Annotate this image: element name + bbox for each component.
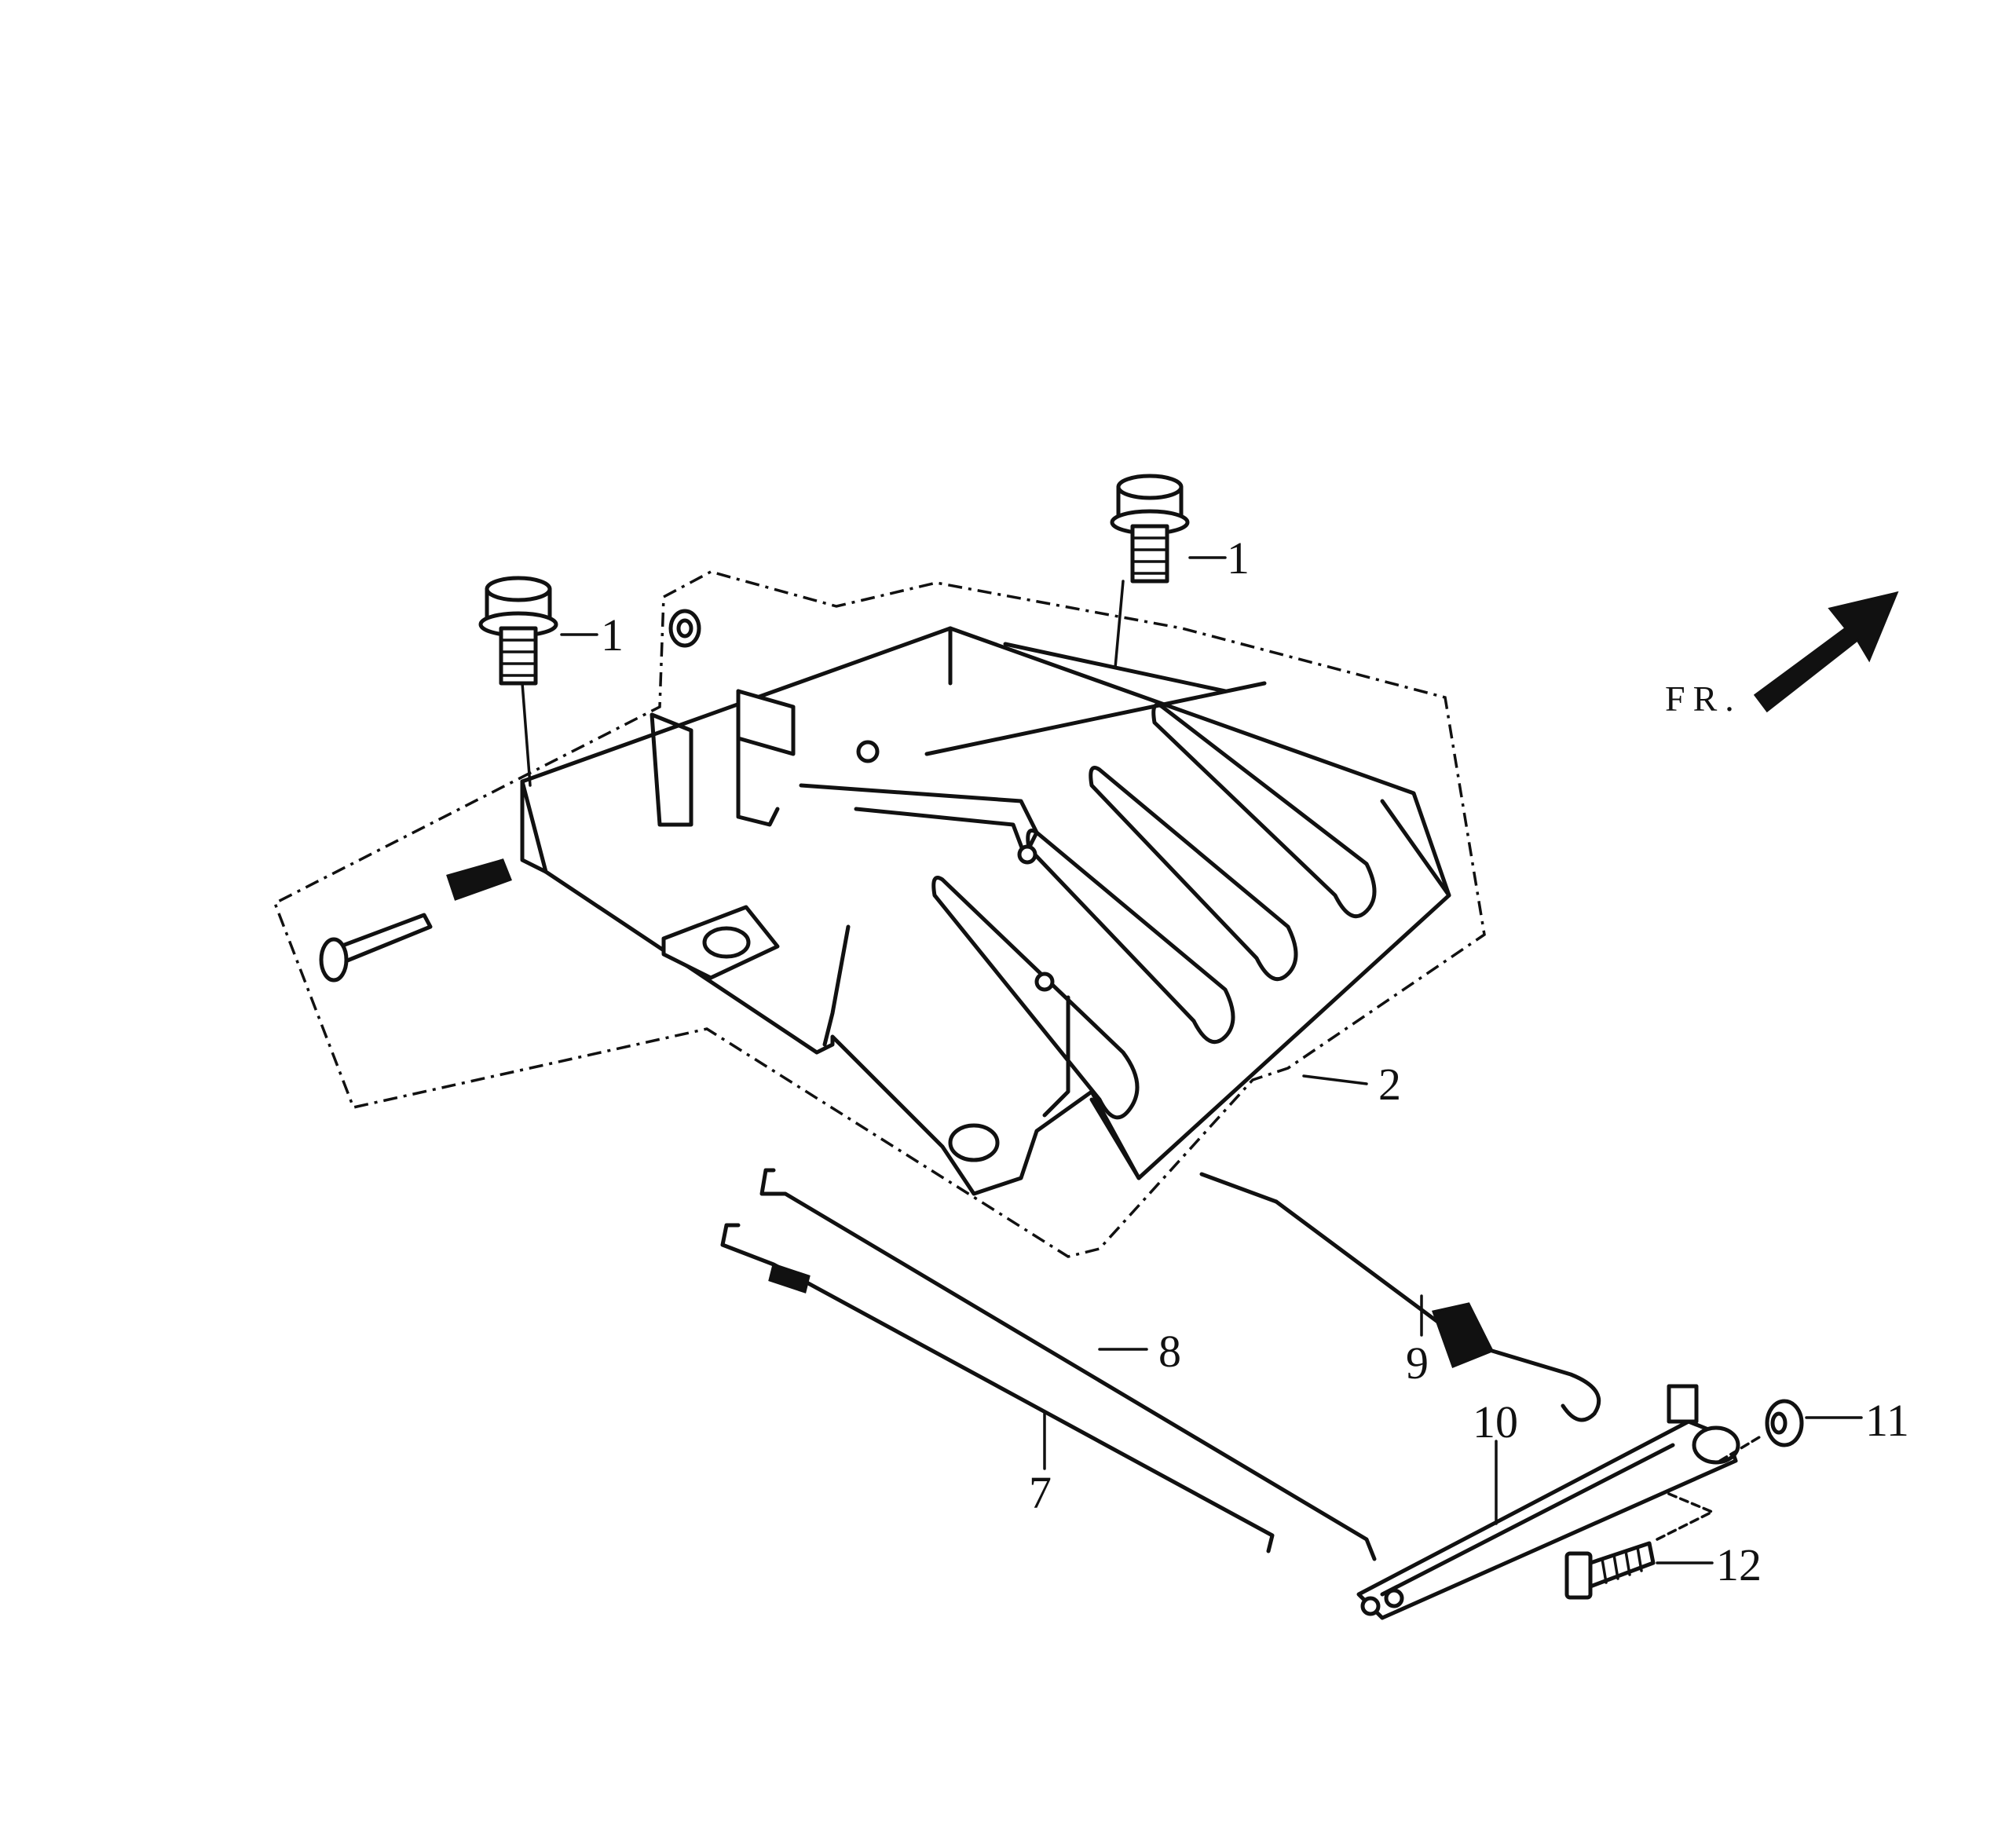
governor-plate: [319, 609, 1451, 1196]
bolt-12: [1564, 1491, 1716, 1600]
callout-plate: 2: [1378, 1059, 1401, 1110]
front-direction-label: FR.: [1665, 679, 1742, 719]
callout-spring-9: 9: [1406, 1338, 1429, 1389]
callout-nut-11: 11: [1865, 1395, 1909, 1446]
callout-bolt-left: 1: [601, 609, 624, 661]
callout-arm-10: 10: [1473, 1396, 1518, 1447]
nut-11: [1718, 1399, 1804, 1462]
plate-slots: [931, 703, 1377, 1120]
callout-rod-7: 7: [1029, 1467, 1052, 1518]
arrow-up-right-icon: [1753, 591, 1899, 713]
governor-rod-8: [759, 1168, 1377, 1561]
callout-bolt-12: 12: [1716, 1539, 1762, 1590]
callout-bolt-right: 1: [1227, 532, 1250, 584]
front-direction-indicator: FR.: [1665, 591, 1899, 719]
leader-lines: [560, 556, 1863, 1564]
callout-rod-8: 8: [1158, 1326, 1181, 1377]
governor-arm-10: [1356, 1384, 1740, 1620]
assembly-boundary: [273, 570, 1486, 1258]
governor-rod-7: [720, 1223, 1275, 1553]
governor-spring-9: [1199, 1172, 1601, 1422]
flange-bolt-right: [1110, 474, 1190, 669]
flange-bolt-left: [478, 576, 558, 787]
